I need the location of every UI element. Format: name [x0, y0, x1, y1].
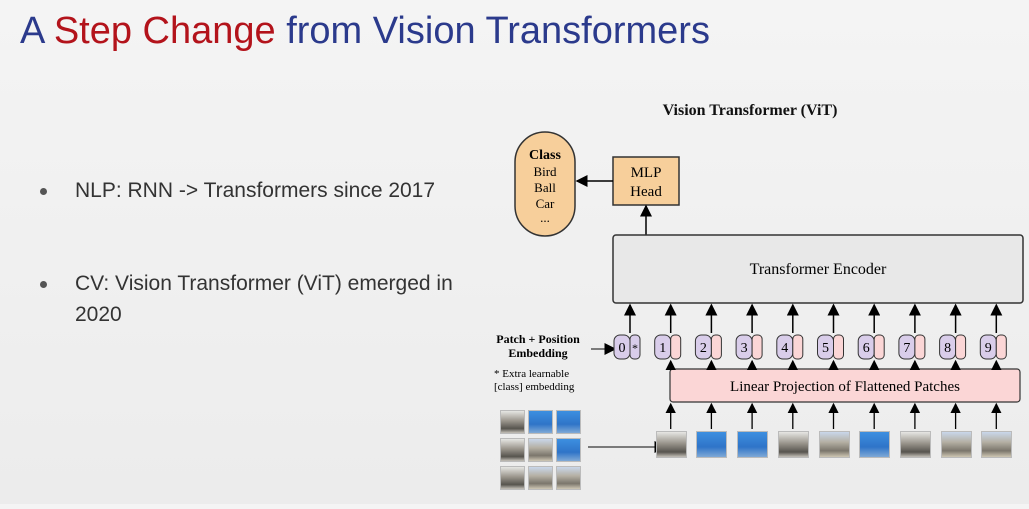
- patch-embedding-3: [751, 334, 763, 360]
- grid-patch: [528, 410, 553, 434]
- token-layer: 0 * 1 2 3 4 5 6 7 8 9: [613, 303, 1007, 429]
- extra-note-line1: * Extra learnable: [494, 368, 569, 380]
- position-label-8: 8: [944, 341, 951, 356]
- grid-patch: [528, 466, 553, 490]
- class-box: [514, 131, 576, 237]
- position-label-7: 7: [903, 341, 910, 356]
- position-label-5: 5: [822, 341, 829, 356]
- mlp-head-line2: Head: [630, 184, 662, 200]
- patch-embedding-7: [914, 334, 926, 360]
- patch-embedding-4: [792, 334, 804, 360]
- title-part-1: A: [20, 10, 54, 52]
- bullet-cv: CV: Vision Transformer (ViT) emerged in …: [40, 268, 460, 330]
- position-label-0: 0: [619, 341, 626, 356]
- vit-diagram-svg: Vision Transformer (ViT) Class Bird Ball…: [494, 102, 1024, 453]
- extra-note-line2: [class] embedding: [494, 381, 575, 393]
- class-item-more: ...: [540, 210, 550, 225]
- sequence-patch: [818, 431, 850, 458]
- patch-embedding-5: [833, 334, 844, 360]
- transformer-encoder-label: Transformer Encoder: [750, 261, 887, 278]
- class-item-ball: Ball: [534, 180, 556, 195]
- transformer-encoder-box: [612, 234, 1024, 304]
- grid-patch: [500, 438, 525, 462]
- mlp-head-box: [612, 156, 680, 206]
- patch-embedding-6: [873, 334, 885, 360]
- grid-patch: [528, 438, 553, 462]
- embedding-label-line2: Embedding: [508, 346, 567, 360]
- slide-title: A Step Change from Vision Transformers: [20, 10, 710, 53]
- linear-projection-label: Linear Projection of Flattened Patches: [730, 379, 960, 395]
- grid-patch: [500, 466, 525, 490]
- class-item-car: Car: [536, 196, 555, 211]
- patch-embedding-9: [995, 334, 1007, 360]
- title-accent: Step Change: [53, 10, 276, 52]
- grid-patch: [556, 466, 581, 490]
- class-embedding-token: [629, 334, 641, 360]
- position-label-4: 4: [781, 341, 788, 356]
- sequence-patch: [655, 431, 687, 458]
- grid-patch: [500, 410, 525, 434]
- position-label-1: 1: [659, 341, 666, 356]
- position-label-2: 2: [700, 341, 707, 356]
- sequence-patch: [940, 431, 972, 458]
- class-token-mark: *: [632, 341, 638, 355]
- position-label-9: 9: [985, 341, 992, 356]
- sequence-patch: [777, 431, 809, 458]
- sequence-patch: [899, 431, 931, 458]
- class-item-bird: Bird: [533, 164, 557, 179]
- diagram-title: Vision Transformer (ViT): [663, 102, 838, 119]
- class-title: Class: [529, 148, 561, 163]
- sequence-patch: [737, 431, 769, 458]
- bullet-nlp: NLP: RNN -> Transformers since 2017: [40, 175, 460, 206]
- patch-embedding-1: [670, 334, 682, 360]
- sequence-patch: [696, 431, 728, 458]
- patch-embedding-8: [955, 334, 967, 360]
- sequence-patch: [981, 431, 1013, 458]
- position-label-3: 3: [741, 341, 748, 356]
- vit-diagram: Vision Transformer (ViT) Class Bird Ball…: [480, 95, 1029, 504]
- bullet-list: NLP: RNN -> Transformers since 2017 CV: …: [40, 175, 460, 392]
- embedding-label-line1: Patch + Position: [496, 332, 580, 346]
- sequence-patch: [859, 431, 891, 458]
- patch-embedding-2: [710, 334, 722, 360]
- grid-patch: [556, 438, 581, 462]
- mlp-head-line1: MLP: [631, 165, 662, 181]
- position-label-6: 6: [863, 341, 870, 356]
- title-part-2: from Vision Transformers: [275, 10, 710, 52]
- linear-projection-box: [669, 368, 1021, 403]
- grid-patch: [556, 410, 581, 434]
